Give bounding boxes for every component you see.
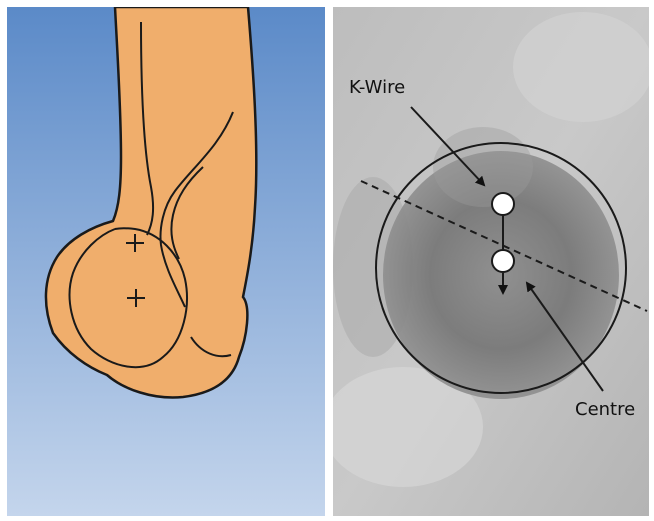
femoral-head-illustration: [7, 7, 325, 516]
upper-shadow: [513, 12, 649, 122]
kwire-marker: [492, 193, 514, 215]
femoral-head-illustration-panel: [7, 7, 325, 516]
kwire-label: K-Wire: [349, 77, 405, 98]
centre-marker: [492, 250, 514, 272]
radiograph-panel: K-Wire Centre: [333, 7, 649, 516]
neck-shadow: [433, 127, 533, 207]
radiograph-figure: K-Wire Centre: [333, 7, 649, 516]
centre-label: Centre: [575, 399, 635, 420]
